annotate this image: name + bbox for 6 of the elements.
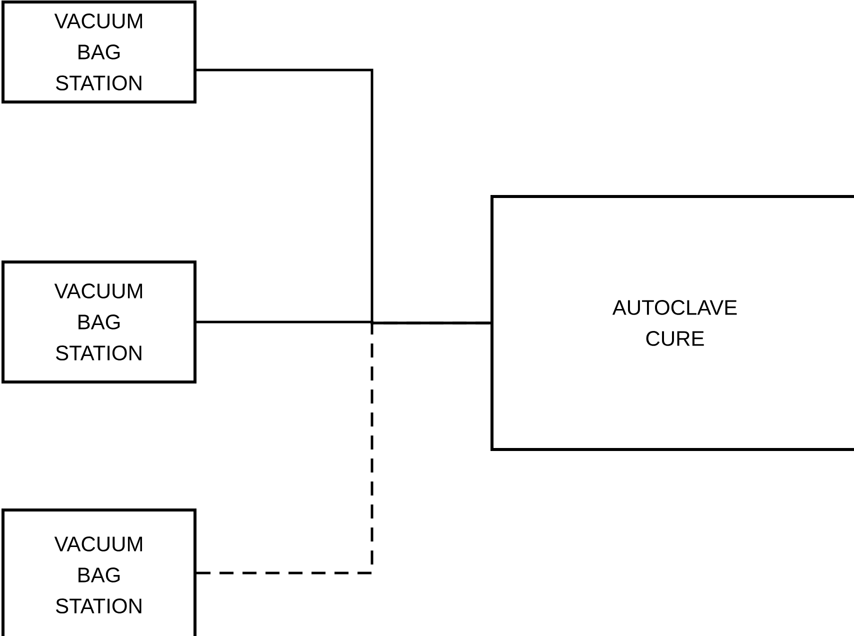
process-box: VACUUM BAG STATION	[2, 0, 196, 104]
connector-line	[196, 322, 490, 574]
process-box: VACUUM BAG STATION	[2, 260, 196, 384]
connector-line	[196, 320, 490, 324]
process-box: AUTOCLAVE CURE	[490, 195, 854, 451]
process-box: VACUUM BAG STATION	[2, 508, 196, 636]
